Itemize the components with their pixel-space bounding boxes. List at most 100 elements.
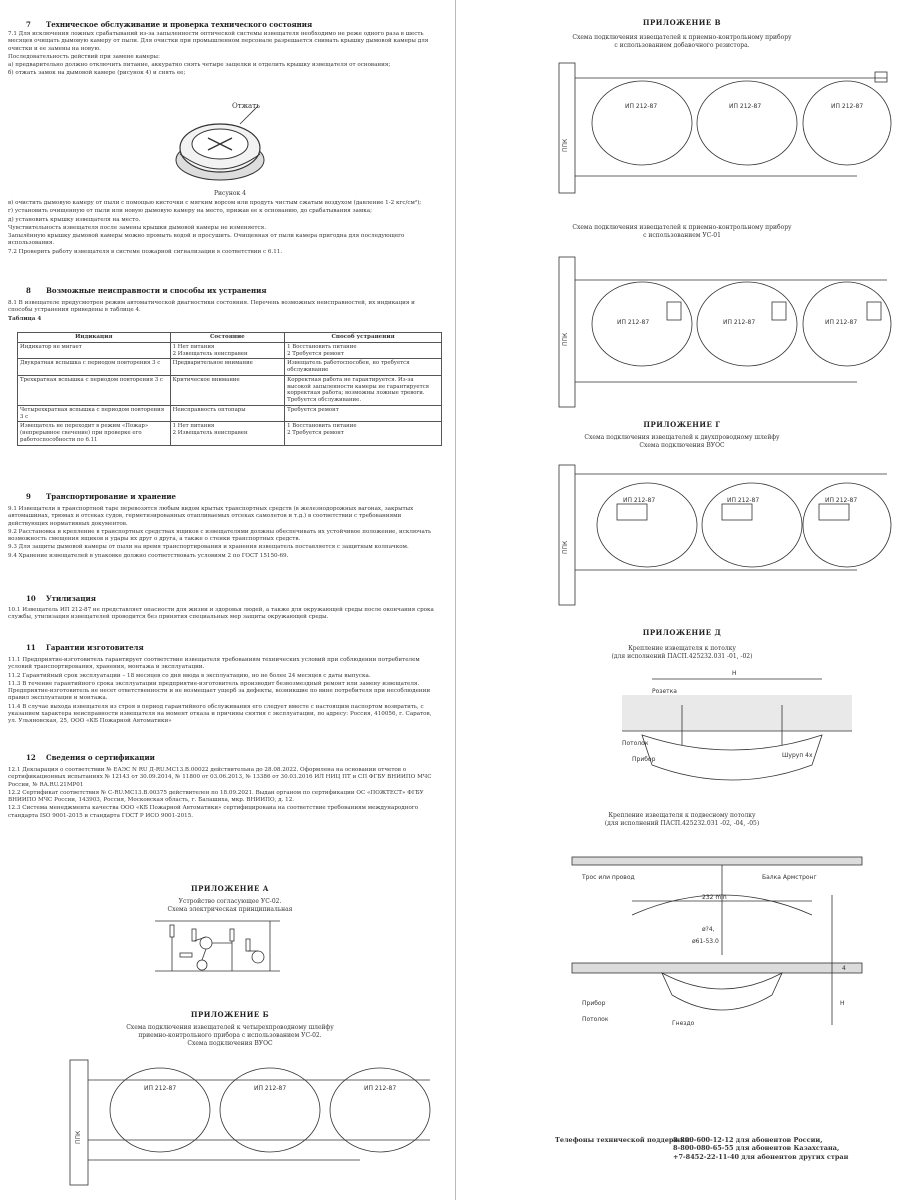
table-row: Трехкратная вспышка с периодом повторени… <box>17 374 442 406</box>
phone-line: 8-800-600-12-12 для абонентов России, <box>673 1136 823 1144</box>
wiring-diagram-b: ИП 212-87 ИП 212-87 ИП 212-87 ППК <box>69 1059 431 1186</box>
phones-list: 8-800-600-12-12 для абонентов России, 8-… <box>673 1136 848 1161</box>
section-11-text: 11.1 Предприятие-изготовитель гарантируе… <box>8 657 438 726</box>
paragraph: г) установить очищенную от пыли или нову… <box>8 208 372 215</box>
section-8-text: 8.1 В извещателе предусмотрен режим авто… <box>8 300 438 324</box>
appendix-d-subtitle: Крепление извещателя к подвесному потолк… <box>608 812 756 819</box>
bracket-label: Гнездо <box>672 1020 695 1027</box>
pipe-label: Трос или провод <box>581 874 635 881</box>
appendix-b-subtitle: Схема подключения ВУОС <box>187 1040 273 1047</box>
section-7-text: 7.1 Для исключения ложных срабатываний и… <box>8 31 438 79</box>
faults-table: Индикация Состояние Способ устранения Ин… <box>17 332 442 446</box>
appendix-d-subtitle: (для исполнений ПАСП.425232.031 -02, -04… <box>604 820 760 827</box>
paragraph: б) отжать замок на дымовой камере (рисун… <box>8 70 186 77</box>
detector-label: ИП 212-87 <box>364 1085 396 1092</box>
dimension-label: H <box>732 670 737 677</box>
detector-label: ИП 212-87 <box>254 1085 286 1092</box>
paragraph: в) очистить дымовую камеру от пыли с пом… <box>8 200 422 206</box>
appendix-d-subtitle: (для исполнений ПАСП.425232.031 -01, -02… <box>611 653 753 660</box>
page-divider <box>455 0 456 1200</box>
appendix-a-subtitle: Схема электрическая принципиальная <box>167 906 293 913</box>
rozetka-label: Розетка <box>652 688 677 695</box>
paragraph: 9.2 Расстановка и крепление в транспортн… <box>8 528 432 543</box>
phone-line: 8-800-080-65-55 для абонентов Казахстана… <box>673 1144 840 1153</box>
dimension-label: 4 <box>842 965 846 972</box>
detector-label: ИП 212-87 <box>623 497 655 504</box>
screw-label: Шуруп 4х <box>782 752 813 759</box>
paragraph: 12.1 Декларация о соответствии № ЕАЭС N … <box>8 767 432 788</box>
table-row: Извещатель не переходит в режим «Пожар» … <box>17 421 442 446</box>
paragraph: 11.4 В случае выхода извещателя из строя… <box>8 703 432 725</box>
paragraph: 11.2 Гарантийный срок эксплуатации – 18 … <box>8 672 371 679</box>
table-cell: Извещатель работоспособен, но требуется … <box>284 358 442 376</box>
table-cell: Четырехкратная вспышка с периодом повтор… <box>17 404 171 423</box>
column-header: Индикация <box>17 332 171 343</box>
appendix-a-subtitle: Устройство согласующее УС-02. <box>178 898 282 905</box>
dimension-label: 232 min <box>702 894 727 901</box>
mounting-drawing-2: Трос или провод Балка Армстронг 232 min … <box>571 856 863 1027</box>
table-cell: Корректная работа не гарантируется. Из-з… <box>284 374 442 406</box>
figure-label: Отжать <box>232 102 260 110</box>
paragraph: 9.3 Для защиты дымовой камеры от пыли на… <box>8 544 409 551</box>
appendix-b-subtitle: приемно-контрольного прибора с использов… <box>138 1032 322 1039</box>
detector-figure <box>175 105 265 181</box>
appendix-a-title: ПРИЛОЖЕНИЕ А <box>191 884 269 893</box>
dimension-label: ø61-53.0 <box>692 938 719 945</box>
paragraph: 12.3 Система менеджмента качества ООО «К… <box>8 805 419 819</box>
beam-label: Балка Армстронг <box>762 874 817 881</box>
paragraph: 11.1 Предприятие-изготовитель гарантируе… <box>8 657 420 671</box>
ppk-label: ППК <box>562 540 569 554</box>
paragraph: 7.1 Для исключения ложных срабатываний и… <box>8 31 429 52</box>
appendix-d-subtitle: Крепление извещателя к потолку <box>628 645 736 652</box>
paragraph: Чувствительность извещателя после замены… <box>8 224 266 231</box>
ceiling-label: Потолок <box>582 1016 609 1023</box>
section-7-text-2: в) очистить дымовую камеру от пыли с пом… <box>8 200 438 257</box>
section-9-text: 9.1 Извещатели в транспортной таре перев… <box>8 506 438 561</box>
circuit-diagram <box>155 920 280 972</box>
section-12-text: 12.1 Декларация о соответствии № ЕАЭС N … <box>8 767 438 821</box>
paragraph: 8.1 В извещателе предусмотрен режим авто… <box>8 300 415 314</box>
detector-label: ИП 212-87 <box>831 103 863 110</box>
device-label: Прибор <box>632 756 656 763</box>
table-cell: Требуется ремонт <box>284 404 442 423</box>
table-row: Индикатор не мигает 1 Нет питания 2 Изве… <box>17 341 442 360</box>
wiring-diagram-v1: ИП 212-87 ИП 212-87 ИП 212-87 ППК <box>558 62 892 194</box>
table-cell: Трехкратная вспышка с периодом повторени… <box>17 374 171 406</box>
table-header-row: Индикация Состояние Способ устранения <box>17 332 442 343</box>
detector-label: ИП 212-87 <box>723 319 755 326</box>
table-row: Двукратная вспышка с периодом повторения… <box>17 358 442 376</box>
ppk-label: ППК <box>75 1130 82 1144</box>
dimension-label: H <box>840 1000 845 1007</box>
phones-label: Телефоны технической поддержки: <box>555 1136 692 1144</box>
table-cell: Индикатор не мигает <box>17 341 171 360</box>
detector-label: ИП 212-87 <box>729 103 761 110</box>
appendix-g-subtitle: Схема подключения ВУОС <box>639 442 725 449</box>
detector-label: ИП 212-87 <box>825 319 857 326</box>
table-row: Четырехкратная вспышка с периодом повтор… <box>17 404 442 423</box>
wiring-diagram-g: ИП 212-87 ИП 212-87 ИП 212-87 ППК <box>558 464 892 606</box>
detector-label: ИП 212-87 <box>144 1085 176 1092</box>
appendix-v-subtitle: с использованием добавочного резистора. <box>614 42 750 49</box>
paragraph: д) установить крышку извещателя на место… <box>8 216 141 223</box>
appendix-g-subtitle: Схема подключения извещателей к двухпров… <box>584 434 780 441</box>
table-cell: 1 Восстановить питание 2 Требуется ремон… <box>284 421 442 446</box>
paragraph: Последовательность действий при замене к… <box>8 53 160 60</box>
paragraph: Запылённую крышку дымовой камеры можно п… <box>8 233 405 247</box>
right-page: ПРИЛОЖЕНИЕ В Схема подключения извещател… <box>462 0 900 1200</box>
appendix-d-title: ПРИЛОЖЕНИЕ Д <box>642 628 722 637</box>
detector-label: ИП 212-87 <box>625 103 657 110</box>
appendix-v-title: ПРИЛОЖЕНИЕ В <box>642 18 722 27</box>
table-cell: Извещатель не переходит в режим «Пожар» … <box>17 421 171 446</box>
paragraph: а) предварительно должно отключить питан… <box>8 62 391 69</box>
phone-line: +7-8452-22-11-40 для абонентов других ст… <box>673 1152 849 1161</box>
appendix-b-title: ПРИЛОЖЕНИЕ Б <box>190 1010 270 1019</box>
table-cell: 1 Восстановить питание 2 Требуется ремон… <box>284 341 442 360</box>
appendix-g-title: ПРИЛОЖЕНИЕ Г <box>643 420 721 429</box>
ppk-label: ППК <box>562 332 569 346</box>
appendix-v-subtitle: с использованием УС-01 <box>643 232 721 239</box>
table-cell: 1 Нет питания 2 Извещатель неисправен <box>169 341 286 360</box>
